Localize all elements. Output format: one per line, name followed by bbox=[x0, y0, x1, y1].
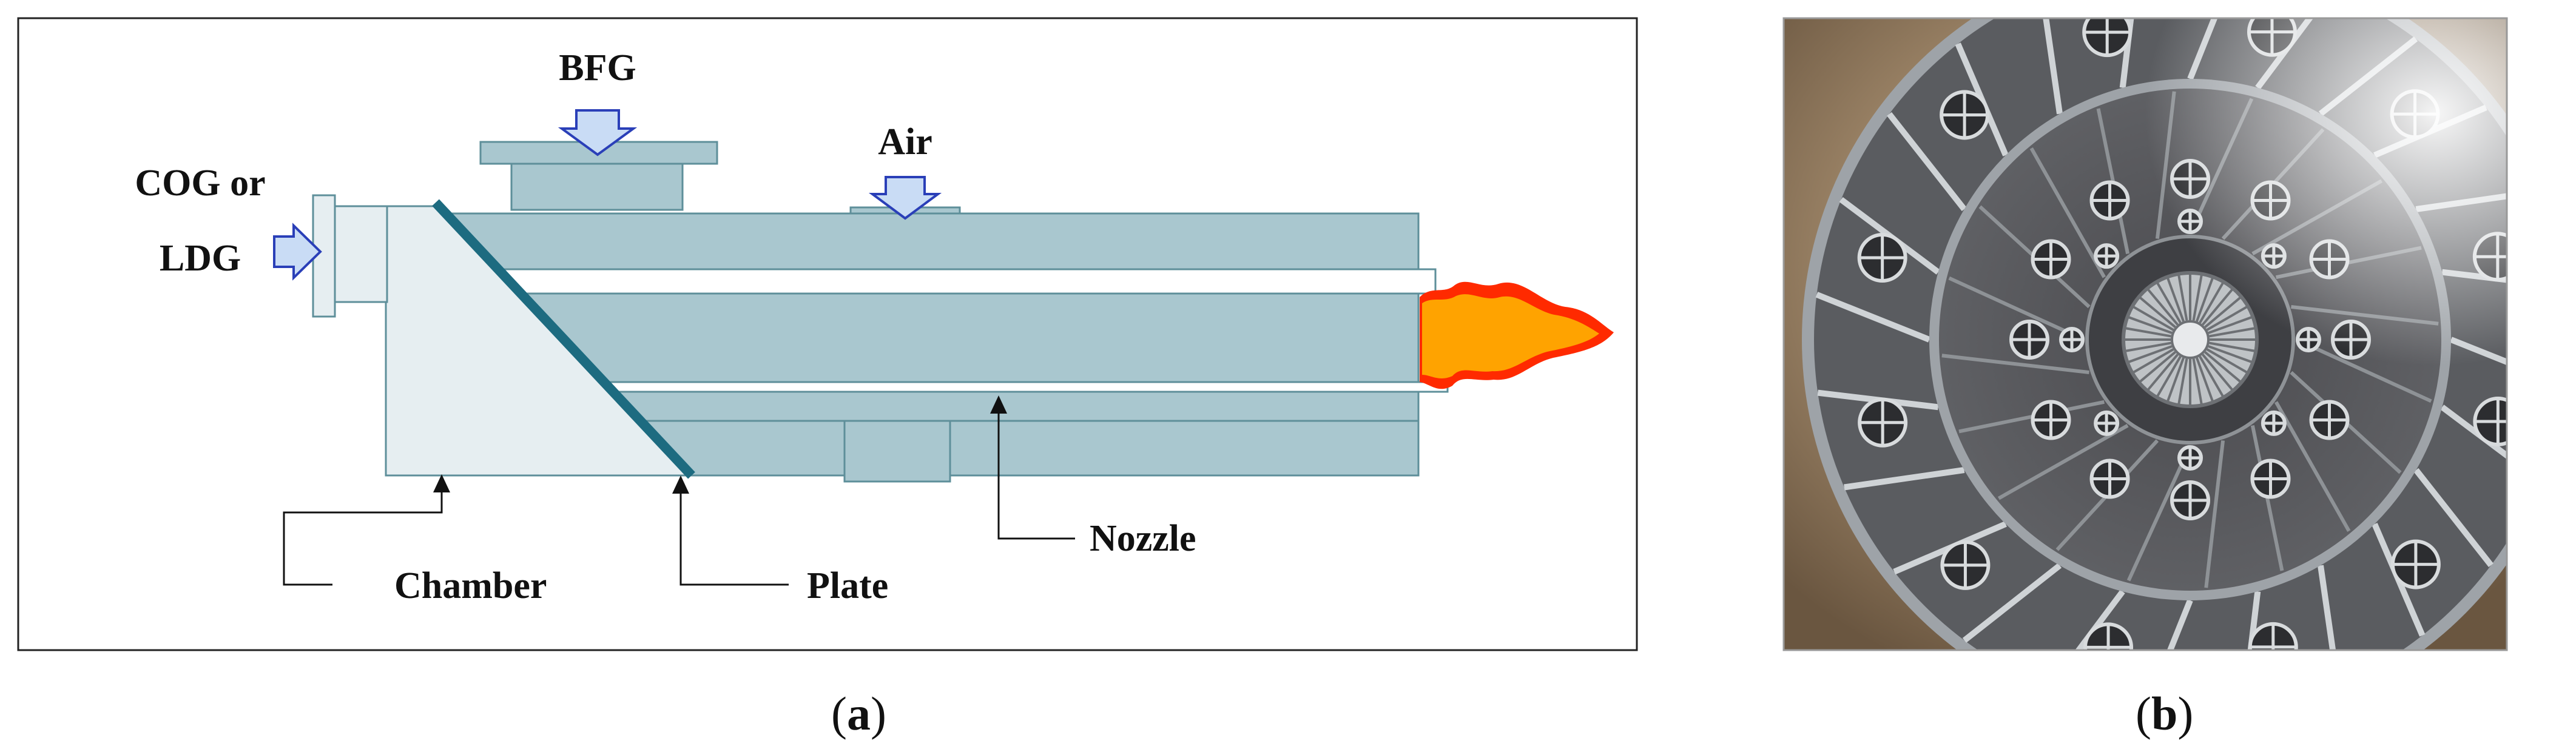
chamber-label: Chamber bbox=[394, 565, 547, 606]
plate-label: Plate bbox=[807, 565, 888, 606]
ldg-label: LDG bbox=[160, 238, 241, 279]
photo-content bbox=[1784, 18, 2507, 650]
bottom-port bbox=[843, 420, 951, 483]
chamber-leader bbox=[283, 474, 450, 586]
plate-leader bbox=[672, 475, 789, 586]
up-arrow-icon bbox=[672, 475, 689, 494]
bfg-inlet-neck bbox=[510, 163, 684, 211]
nozzle-leader bbox=[990, 395, 1075, 540]
flame-icon bbox=[1420, 281, 1614, 389]
air-arrow-icon bbox=[868, 176, 942, 220]
air-label: Air bbox=[878, 121, 932, 163]
cog-arrow-icon bbox=[273, 223, 322, 281]
bfg-label: BFG bbox=[559, 47, 636, 89]
caption-a: (a) bbox=[831, 687, 886, 740]
plate bbox=[432, 199, 695, 479]
nozzle-label: Nozzle bbox=[1090, 518, 1196, 559]
chamber-inlet-stub bbox=[332, 205, 388, 303]
caption-b: (b) bbox=[2136, 687, 2194, 740]
bfg-arrow-icon bbox=[558, 109, 638, 156]
cog-label: COG or bbox=[135, 163, 265, 204]
up-arrow-icon bbox=[433, 474, 450, 492]
up-arrow-icon bbox=[990, 395, 1007, 414]
